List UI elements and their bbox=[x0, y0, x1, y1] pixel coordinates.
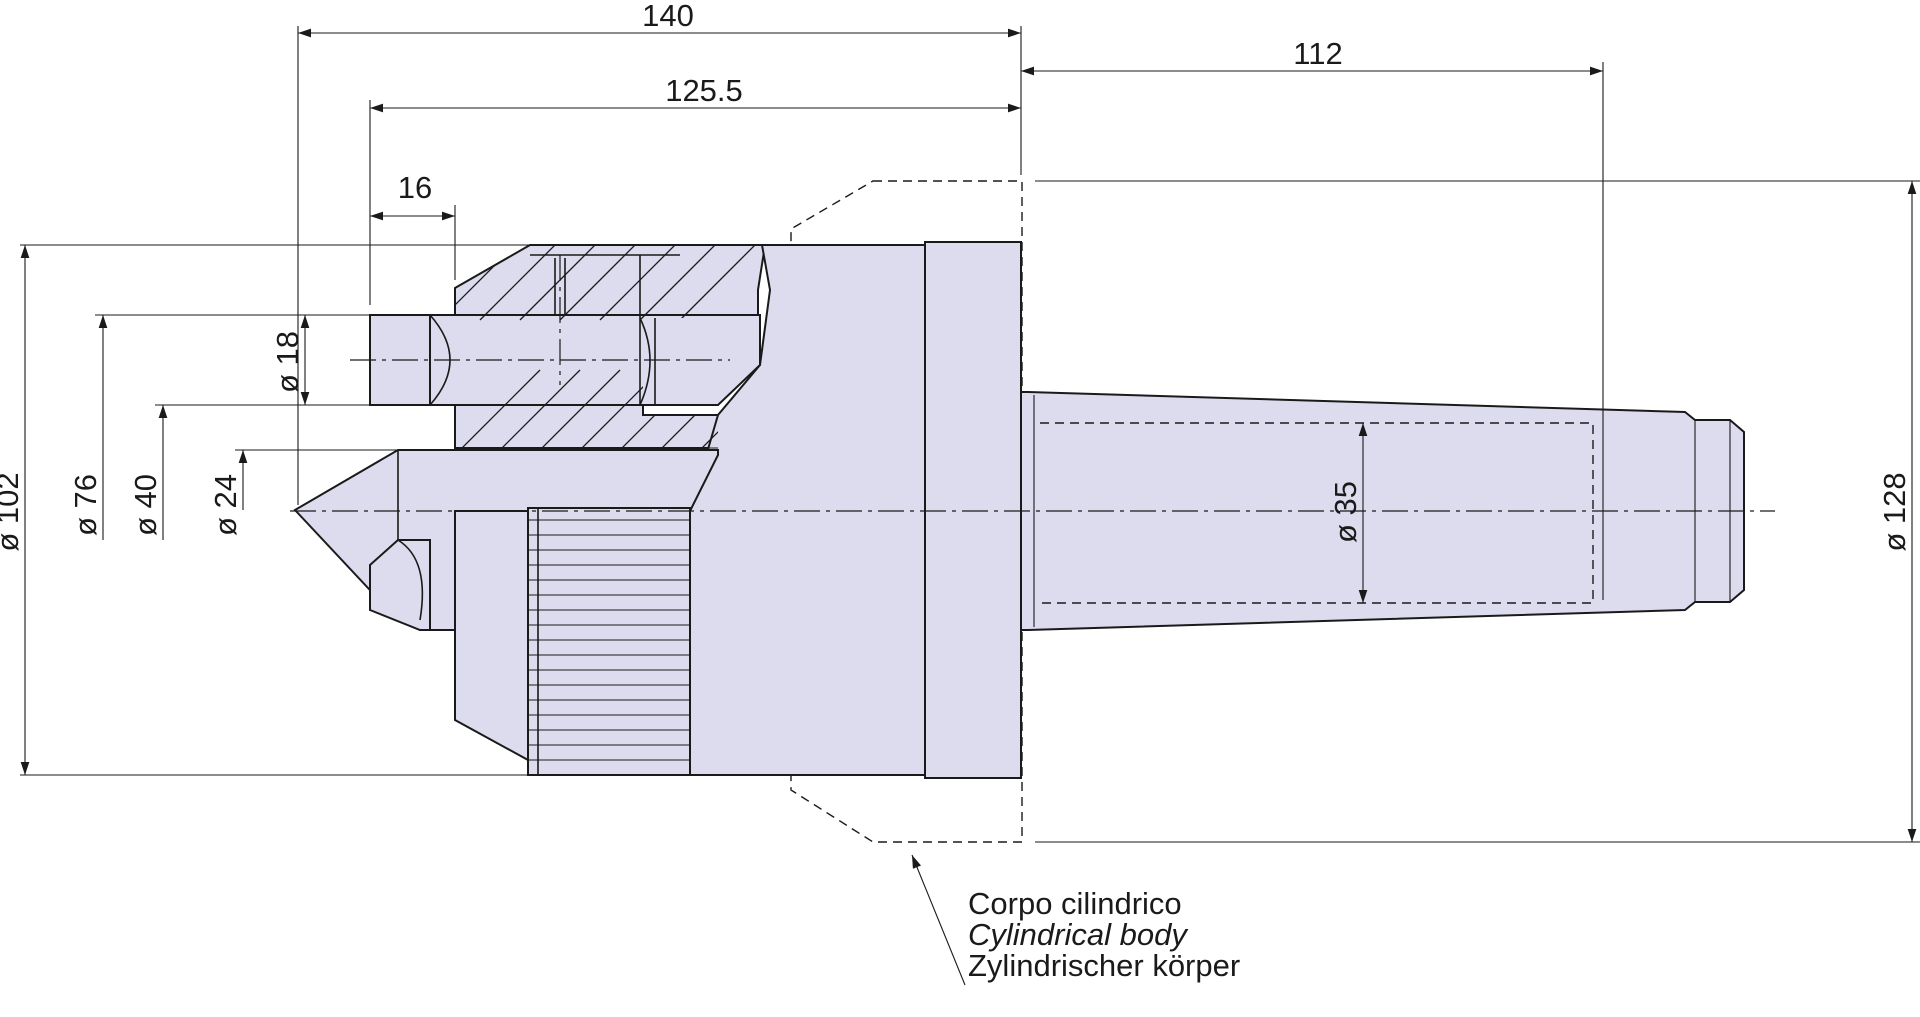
callout-line-italian: Corpo cilindrico bbox=[968, 886, 1182, 921]
dim-label-125-5: 125.5 bbox=[665, 73, 743, 108]
callout-leader bbox=[911, 854, 966, 986]
callout-line-german: Zylindrischer körper bbox=[968, 948, 1240, 983]
dim-label-112: 112 bbox=[1293, 36, 1342, 71]
dimension-lines bbox=[20, 28, 1917, 986]
center-lines bbox=[290, 255, 1775, 512]
dim-label-16: 16 bbox=[398, 170, 432, 205]
knurled-ring bbox=[527, 507, 691, 776]
dimension-labels: 140 125.5 112 16 ø 18 ø 102 ø 76 ø 40 ø … bbox=[0, 0, 1912, 552]
dim-label-18: ø 18 bbox=[270, 331, 305, 393]
dim-label-24: ø 24 bbox=[208, 474, 243, 536]
internal-details bbox=[397, 254, 718, 621]
cylindrical-body-callout: Corpo cilindrico Cylindrical body Zylind… bbox=[968, 886, 1240, 983]
dim-label-102: ø 102 bbox=[0, 472, 25, 551]
main-body bbox=[293, 241, 1022, 779]
dim-label-128: ø 128 bbox=[1877, 472, 1912, 551]
dim-label-76: ø 76 bbox=[68, 474, 103, 536]
dim-label-140: 140 bbox=[642, 0, 694, 33]
dim-label-40: ø 40 bbox=[128, 474, 163, 536]
callout-line-english: Cylindrical body bbox=[968, 917, 1189, 952]
extension-lines bbox=[20, 26, 1920, 843]
dim-label-35: ø 35 bbox=[1328, 481, 1363, 543]
